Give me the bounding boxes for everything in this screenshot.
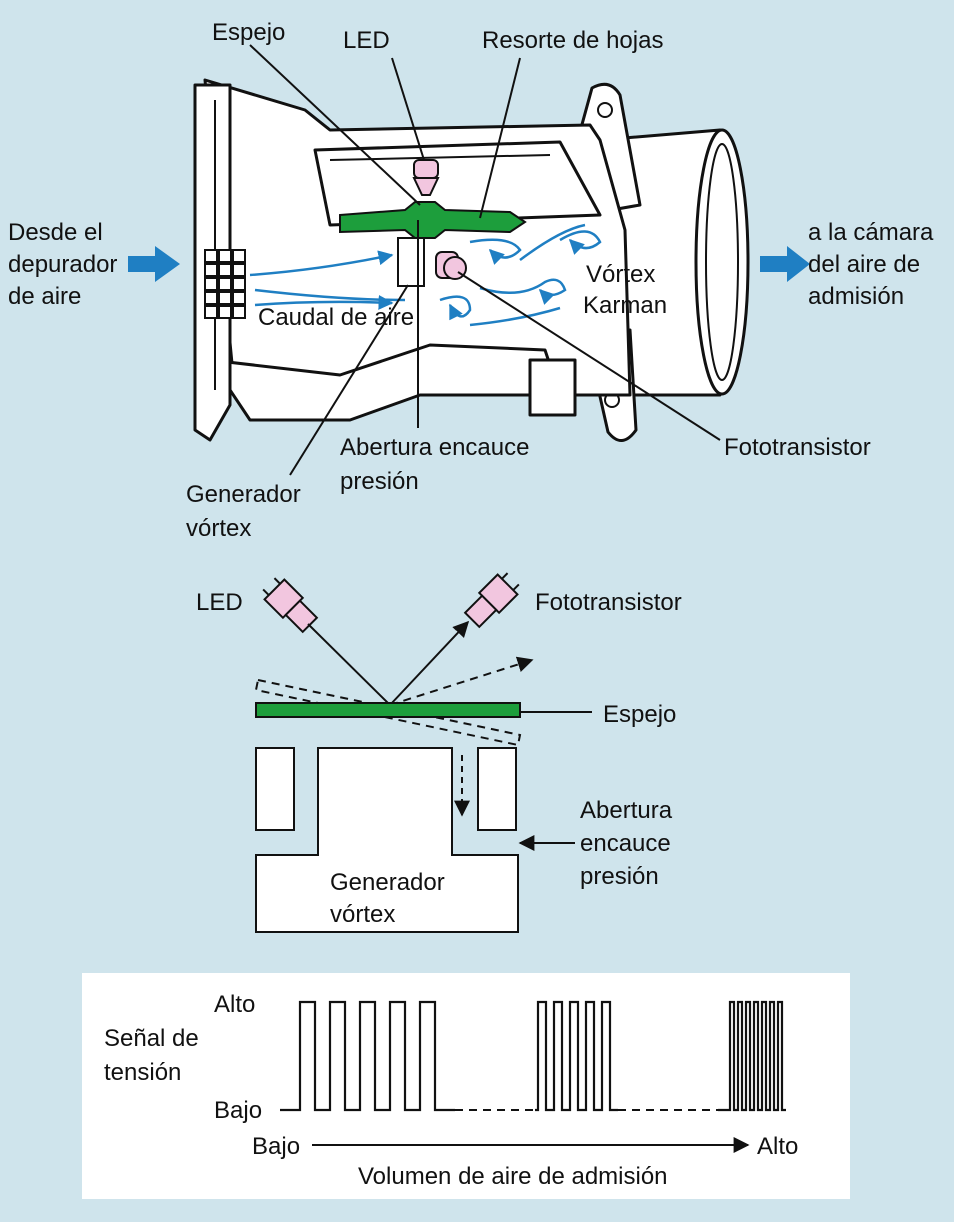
axis-high-label: Alto: [757, 1133, 798, 1160]
label-led: LED: [343, 27, 390, 54]
label-resorte: Resorte de hojas: [482, 27, 663, 54]
sensor-assembly: [128, 78, 810, 442]
label-desde-3: de aire: [8, 283, 81, 310]
detail-label-abertura-3: presión: [580, 863, 659, 890]
detail-labels: LED Fototransistor Espejo Abertura encau…: [196, 589, 682, 928]
led-component: [412, 159, 440, 196]
outlet-arrow: [760, 246, 810, 282]
label-abertura-1: Abertura encauce: [340, 434, 529, 461]
label-desde-2: depurador: [8, 251, 117, 278]
label-camara-3: admisión: [808, 283, 904, 310]
label-fototransistor: Fototransistor: [724, 434, 871, 461]
label-generador-2: vórtex: [186, 515, 251, 542]
inlet-honeycomb: [204, 249, 246, 319]
label-abertura-2: presión: [340, 468, 419, 495]
label-caudal: Caudal de aire: [258, 304, 414, 331]
airflow-lines: [249, 223, 602, 327]
detail-label-led: LED: [196, 589, 243, 616]
top-leader-lines: [249, 44, 721, 476]
level-bajo: Bajo: [214, 1097, 262, 1124]
axis-title: Volumen de aire de admisión: [358, 1163, 668, 1190]
label-espejo: Espejo: [212, 19, 285, 46]
vortex-generator-post: [397, 237, 425, 287]
label-generador-1: Generador: [186, 481, 301, 508]
label-camara-1: a la cámara: [808, 219, 934, 246]
label-vortex-2: Karman: [583, 292, 667, 319]
top-labels: Espejo LED Resorte de hojas Desde el dep…: [8, 19, 934, 542]
mirror-leaf-spring: [339, 201, 527, 239]
phototransistor-symbol: [463, 572, 520, 629]
detail-label-generador-1: Generador: [330, 869, 445, 896]
voltage-waveform: [280, 1000, 455, 1112]
optical-detail: [254, 572, 592, 933]
detail-label-fototransistor: Fototransistor: [535, 589, 682, 616]
axis-low-label: Bajo: [252, 1133, 300, 1160]
label-desde-1: Desde el: [8, 219, 103, 246]
signal-panel-background: [82, 973, 850, 1199]
mirror-plate: [255, 702, 521, 718]
detail-label-espejo: Espejo: [603, 701, 676, 728]
signal-label-1: Señal de: [104, 1025, 199, 1052]
detail-label-abertura-2: encauce: [580, 830, 671, 857]
label-camara-2: del aire de: [808, 251, 920, 278]
detail-label-generador-2: vórtex: [330, 901, 395, 928]
detail-label-abertura-1: Abertura: [580, 797, 673, 824]
label-vortex-1: Vórtex: [586, 261, 655, 288]
signal-panel: Alto Bajo Señal de tensión Bajo Alto Vol…: [82, 973, 850, 1199]
signal-label-2: tensión: [104, 1059, 181, 1086]
level-alto: Alto: [214, 991, 255, 1018]
inlet-arrow: [128, 246, 180, 282]
